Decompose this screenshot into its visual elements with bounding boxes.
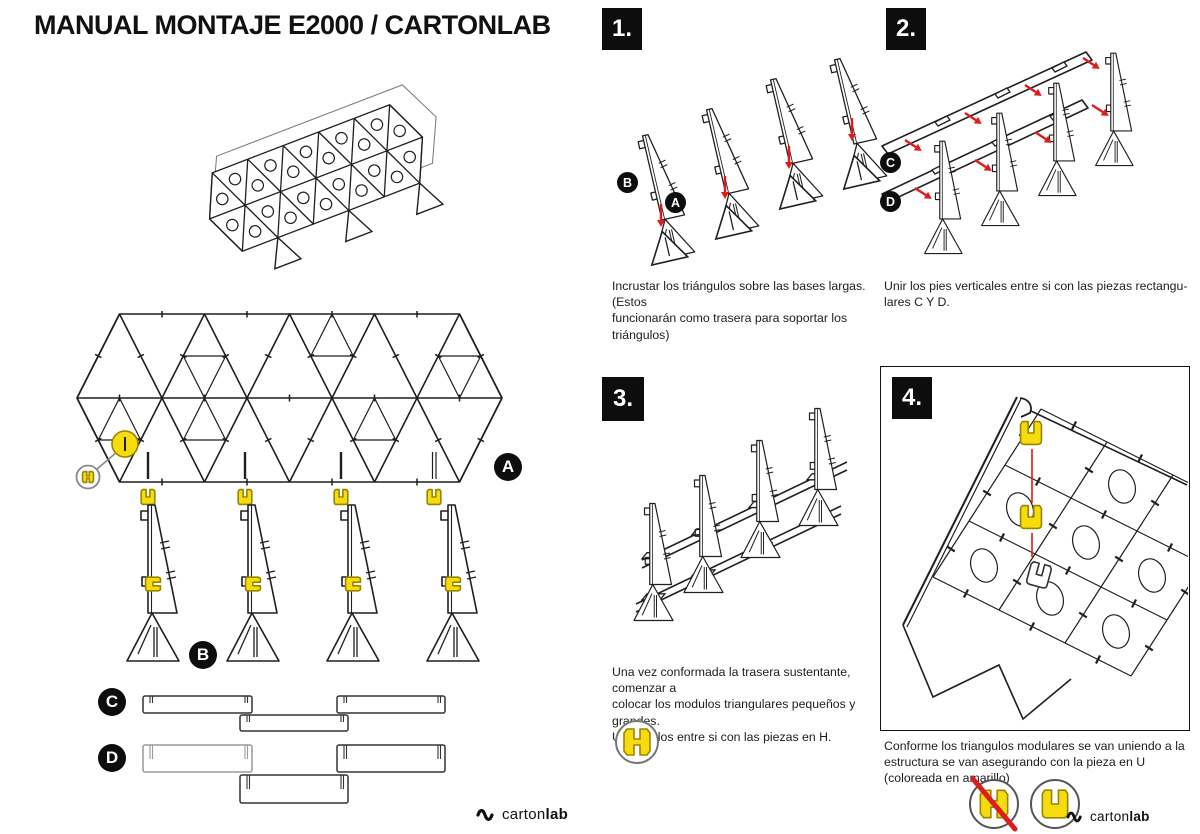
step-3-caption: Una vez conformada la trasera sustentant… [612, 665, 856, 744]
flat-pattern-a-drawing [75, 311, 503, 506]
cartonlab-logo-center: cartonlab [476, 806, 568, 823]
step-1-number: 1. [602, 8, 642, 50]
step-4-caption: Conforme los triangulos modulares se van… [884, 739, 1185, 786]
part-label-d: D [98, 744, 126, 772]
squiggle-icon [476, 808, 494, 821]
step-1-label-a: A [665, 192, 686, 213]
squiggle-icon [1066, 811, 1082, 822]
page-title: MANUAL MONTAJE E2000 / CARTONLAB [34, 10, 551, 40]
step-2-number: 2. [886, 8, 926, 50]
step-2-drawing [881, 51, 1134, 255]
part-label-c: C [98, 688, 126, 716]
logo-text: cartonlab [1090, 809, 1150, 824]
step-4-box [880, 366, 1190, 731]
part-label-a: A [494, 453, 522, 481]
step-1-label-b: B [617, 172, 638, 193]
feet-pieces-b-drawing [126, 504, 480, 662]
step-3-number: 3. [602, 377, 644, 421]
step-3-drawing [633, 407, 848, 622]
step-2-label-c: C [880, 152, 901, 173]
u-piece-icon [1030, 779, 1080, 829]
forbidden-h-piece-icon [969, 776, 1019, 832]
step-4-drawing [902, 396, 1188, 721]
rect-pieces-cd-drawing [142, 695, 446, 804]
step-2-caption: Unir los pies verticales entre si con la… [884, 279, 1188, 310]
step-2-label-d: D [880, 191, 901, 212]
step-4-number: 4. [892, 377, 932, 419]
cartonlab-logo-right: cartonlab [1066, 809, 1150, 824]
step-1-drawing [625, 58, 888, 267]
h-piece-icon [615, 720, 659, 764]
part-label-b: B [189, 641, 217, 669]
step-1-caption: Incrustar los triángulos sobre las bases… [612, 279, 866, 342]
assembled-structure-drawing [208, 84, 445, 270]
logo-text: cartonlab [502, 806, 569, 823]
